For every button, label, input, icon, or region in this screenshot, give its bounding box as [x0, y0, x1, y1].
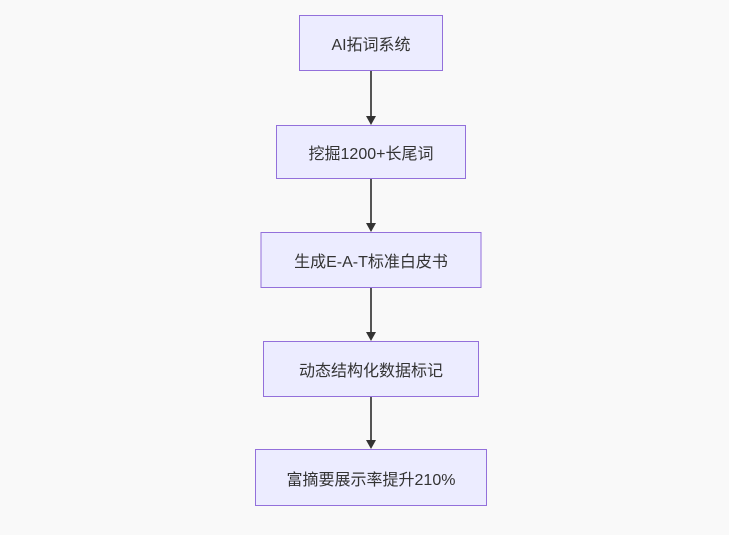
flow-edge-arrow-down — [365, 397, 377, 449]
arrow-line — [370, 179, 372, 223]
flow-edge-arrow-down — [365, 288, 377, 341]
flow-node-label: 生成E-A-T标准白皮书 — [294, 254, 448, 271]
arrow-line — [370, 397, 372, 440]
arrow-head-icon — [366, 116, 376, 125]
flow-node-rich-snippet-uplift: 富摘要展示率提升210% — [255, 449, 487, 506]
flow-edge-arrow-down — [365, 71, 377, 125]
arrow-line — [370, 71, 372, 116]
arrow-head-icon — [366, 440, 376, 449]
flow-edge-arrow-down — [365, 179, 377, 232]
arrow-line — [370, 288, 372, 332]
flow-node-longtail-mining: 挖掘1200+长尾词 — [276, 125, 466, 179]
flow-node-label: AI拓词系统 — [331, 37, 411, 54]
flow-node-ai-keyword-system: AI拓词系统 — [299, 15, 443, 71]
flow-node-eat-whitepaper: 生成E-A-T标准白皮书 — [260, 232, 482, 288]
arrow-head-icon — [366, 223, 376, 232]
flow-node-structured-data-markup: 动态结构化数据标记 — [263, 341, 479, 397]
flow-node-label: 富摘要展示率提升210% — [286, 471, 456, 489]
flow-node-label: 动态结构化数据标记 — [298, 363, 443, 380]
flow-node-label: 挖掘1200+长尾词 — [308, 146, 434, 163]
arrow-head-icon — [366, 332, 376, 341]
